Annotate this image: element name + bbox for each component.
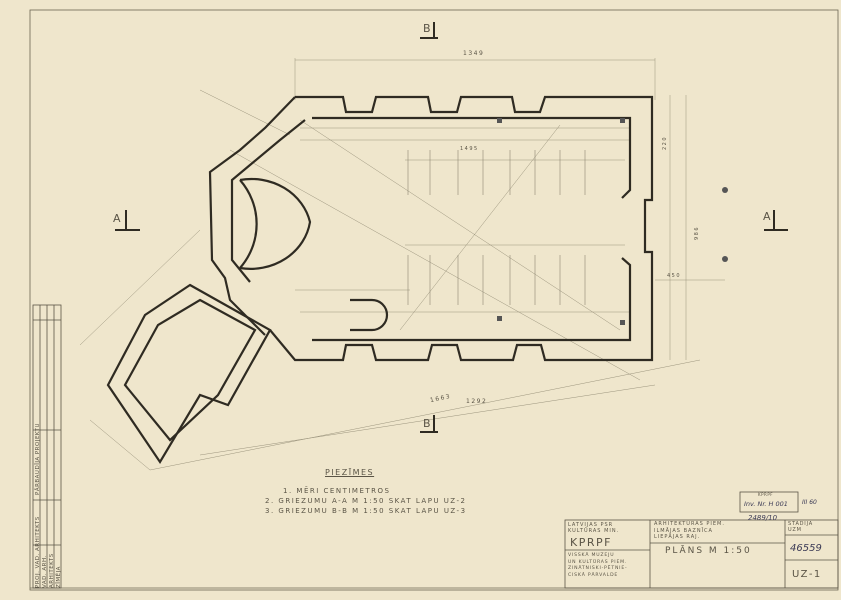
pews	[407, 150, 586, 305]
section-marker-b-top: B	[423, 22, 433, 35]
drawing-title: PLĀNS M 1:50	[665, 546, 752, 556]
note-line: 2. GRIEZUMU A-A M 1:50 SKAT LAPU UZ-2	[265, 497, 467, 505]
role-label: ARHITEKTS	[49, 553, 55, 588]
strip-extra: PĀRBAUDĪJA PROJEKTU	[35, 423, 41, 495]
org-line: VISSKĀ MUZEJU	[568, 553, 615, 558]
dim-inner: 1495	[460, 146, 479, 152]
org-line: LATVIJAS PSR	[568, 522, 614, 528]
columns	[497, 118, 728, 325]
section-marker-a-right: A	[763, 210, 773, 223]
stage-value: UZM	[788, 527, 802, 533]
dim-right-offset: 450	[667, 273, 682, 279]
sheet-frame	[29, 9, 839, 591]
org-line: UN KULTŪRAS PIEM.	[568, 559, 628, 565]
notes-heading: PIEZĪMES	[325, 468, 375, 477]
dim-right-side: 220	[662, 135, 669, 151]
sheet-code: UZ-1	[792, 569, 822, 580]
archive-number: 46559	[790, 543, 822, 554]
section-marker-a-left: A	[113, 212, 123, 225]
title-block-grid	[32, 304, 839, 589]
project-line: LIEPĀJAS RAJ.	[654, 534, 701, 540]
org-top: LATVIJAS PSR KULTŪRAS MIN.	[568, 522, 619, 534]
role-label: PROJ. VAD. ARHITEKTS	[35, 516, 41, 588]
dim-right-total: 986	[694, 225, 701, 241]
walls	[106, 95, 654, 465]
dim-top-overall: 1349	[463, 50, 485, 57]
role-label: ZĪMĒJA	[56, 566, 62, 588]
stamp-header: KPRPF	[758, 492, 774, 497]
org-line: ZINĀTNISKI-PĒTNIE-	[568, 566, 628, 571]
dim-bottom-short: 1292	[466, 398, 488, 405]
section-marker-b-bottom: B	[423, 417, 433, 430]
stamp-number: 2489/10	[748, 514, 778, 522]
project-line: ILMĀJAS BAZNĪCA	[654, 527, 713, 534]
stamp-sheet-ref: III 60	[802, 499, 817, 506]
role-label: VAD. ARH.	[42, 555, 48, 588]
stamp-inventory: Inv. Nr. H 001	[744, 500, 788, 508]
project-info: ARHITEKTŪRAS PIEM. ILMĀJAS BAZNĪCA LIEPĀ…	[654, 521, 725, 541]
project-line: ARHITEKTŪRAS PIEM.	[654, 521, 725, 527]
stage-label: STADIJA	[788, 521, 813, 527]
dimension-lines	[79, 58, 725, 471]
note-line: 3. GRIEZUMU B-B M 1:50 SKAT LAPU UZ-3	[265, 507, 467, 515]
stage: STADIJA UZM	[788, 521, 813, 533]
note-line: 1. MĒRI CENTIMETROS	[283, 487, 391, 495]
org-line: KULTŪRAS MIN.	[568, 528, 620, 534]
org-line: CISKĀ PĀRVALDE	[568, 572, 619, 578]
section-marker-lines	[115, 22, 788, 433]
org-code: KPRPF	[570, 536, 612, 549]
org-bottom: VISSKĀ MUZEJU UN KULTŪRAS PIEM. ZINĀTNIS…	[568, 553, 628, 579]
